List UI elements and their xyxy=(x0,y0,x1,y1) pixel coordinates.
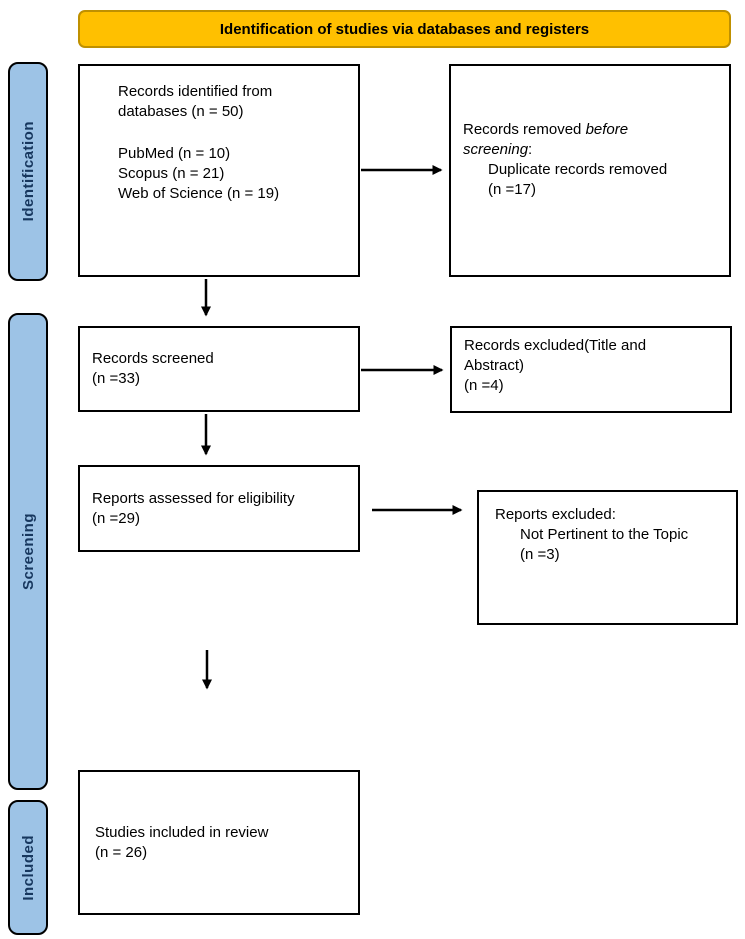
records-removed-line2: screening: xyxy=(463,140,721,160)
stage-label-identification: Identification xyxy=(8,62,48,281)
box-reports-assessed: Reports assessed for eligibility (n =29) xyxy=(78,465,360,552)
reports-assessed-line1: Reports assessed for eligibility xyxy=(92,489,295,507)
diagram-title: Identification of studies via databases … xyxy=(78,10,731,48)
records-excluded-count: (n =4) xyxy=(464,377,504,394)
box-reports-excluded: Reports excluded: Not Pertinent to the T… xyxy=(477,490,738,625)
records-removed-count: (n =17) xyxy=(488,181,536,198)
box-records-screened: Records screened (n =33) xyxy=(78,326,360,412)
records-identified-sources: PubMed (n = 10) Scopus (n = 21) Web of S… xyxy=(118,144,350,204)
records-removed-suffix: : xyxy=(528,141,533,158)
stage-label-screening-text: Screening xyxy=(19,512,37,591)
records-removed-detail: Duplicate records removed xyxy=(488,161,668,178)
records-screened-count: (n =33) xyxy=(92,370,140,387)
box-records-excluded-title-abstract: Records excluded(Title and Abstract) (n … xyxy=(450,326,732,413)
source-pubmed: PubMed (n = 10) xyxy=(118,145,231,162)
box-records-identified: Records identified from databases (n = 5… xyxy=(78,64,360,277)
reports-excluded-title: Reports excluded: xyxy=(495,506,616,523)
records-removed-italic2: screening xyxy=(463,141,529,158)
records-removed-detail-block: Duplicate records removed (n =17) xyxy=(488,160,721,200)
studies-included-count: (n = 26) xyxy=(95,843,148,861)
records-removed-prefix: Records removed xyxy=(463,121,586,138)
records-screened-line1: Records screened xyxy=(92,350,214,367)
records-excluded-line1: Records excluded(Title and xyxy=(464,337,647,354)
stage-label-identification-text: Identification xyxy=(19,121,37,222)
records-excluded-line2: Abstract) xyxy=(464,357,525,374)
records-removed-italic1: before xyxy=(585,121,629,138)
reports-assessed-count: (n =29) xyxy=(92,509,140,527)
records-removed-line1: Records removed before xyxy=(463,120,721,140)
records-identified-line2: databases (n = 50) xyxy=(118,103,244,120)
reports-excluded-detail-block: Not Pertinent to the Topic (n =3) xyxy=(520,525,728,565)
box-records-removed: Records removed before screening: Duplic… xyxy=(449,64,731,277)
reports-excluded-count: (n =3) xyxy=(520,546,560,563)
reports-excluded-detail: Not Pertinent to the Topic xyxy=(520,526,689,543)
studies-included-line1: Studies included in review xyxy=(95,823,269,841)
source-scopus: Scopus (n = 21) xyxy=(118,165,225,182)
box-studies-included: Studies included in review (n = 26) xyxy=(78,770,360,915)
stage-label-included: Included xyxy=(8,800,48,935)
stage-label-included-text: Included xyxy=(19,834,37,901)
records-identified-line1: Records identified from xyxy=(118,83,273,100)
stage-label-screening: Screening xyxy=(8,313,48,790)
source-web-of-science: Web of Science (n = 19) xyxy=(118,185,280,202)
